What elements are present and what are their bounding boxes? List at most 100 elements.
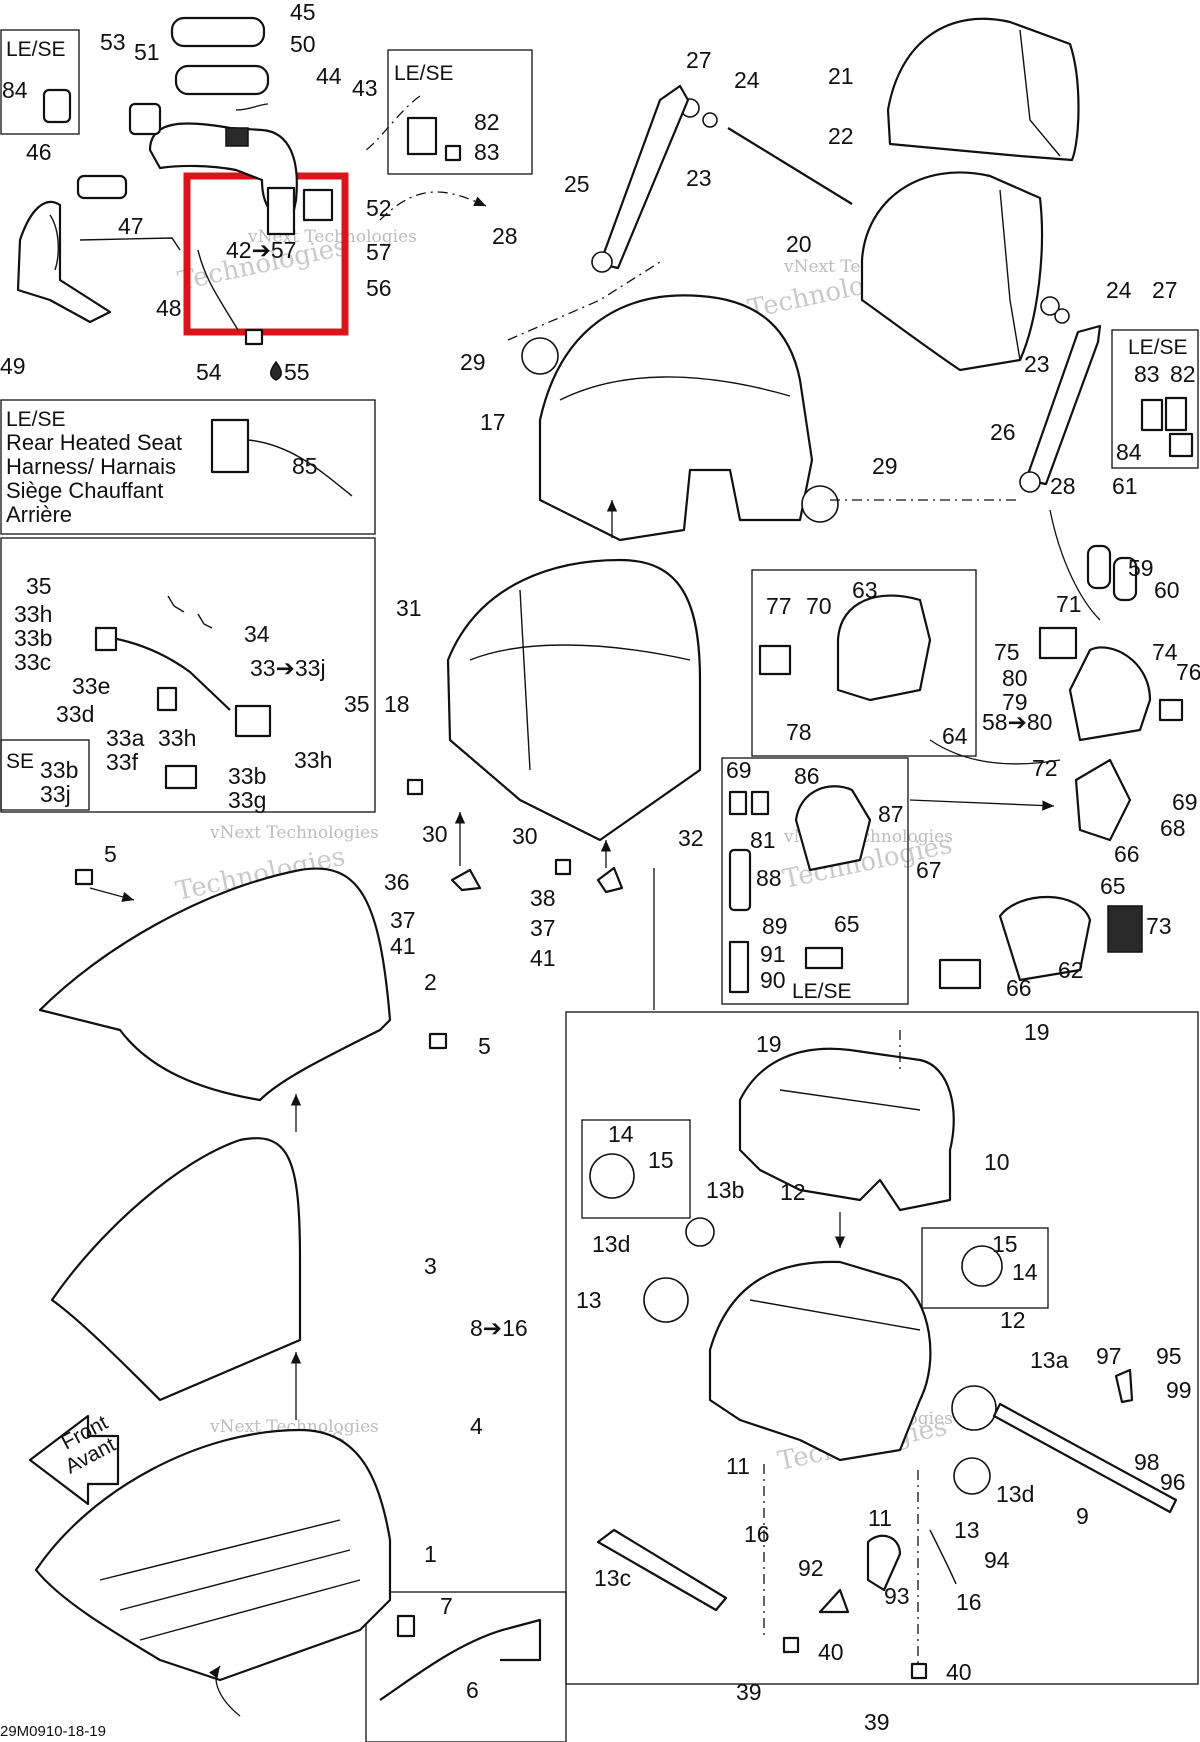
part-82a (406, 116, 438, 156)
arm-26 (1024, 324, 1102, 486)
box-title-top-left: LE/SE (6, 38, 66, 61)
washer-23b (1054, 308, 1070, 324)
rail-13c (596, 1528, 728, 1612)
backrest-20-edge (999, 189, 1021, 361)
callout-32: 32 (678, 825, 704, 851)
callout-28b: 28 (1050, 473, 1076, 499)
callout-87: 87 (878, 801, 904, 827)
front-arrow-icon (28, 1414, 120, 1506)
part-91 (804, 946, 844, 970)
ring-29b (801, 485, 839, 523)
callout-33g: 33g (228, 787, 266, 813)
clamp-34a (167, 595, 185, 613)
callout-66b: 66 (1006, 975, 1032, 1001)
callout-66a: 66 (1114, 841, 1140, 867)
frame-10 (738, 1047, 955, 1212)
callout-63: 63 (852, 577, 878, 603)
connector-91 (938, 958, 982, 990)
seat-18 (446, 558, 702, 842)
hose-6 (379, 1618, 542, 1701)
rod-22 (727, 127, 853, 205)
grip-assembly (16, 16, 462, 346)
callout-47: 47 (118, 213, 144, 239)
callout-55: 55 (284, 359, 310, 385)
callout-96: 96 (1160, 1469, 1186, 1495)
callout-75: 75 (994, 639, 1020, 665)
backrest-21-edge (1019, 29, 1061, 157)
callout-5a: 5 (104, 841, 117, 867)
clip-30a (406, 778, 424, 796)
callout-40b: 40 (946, 1659, 972, 1685)
wire-44 (235, 103, 269, 111)
callout-12b: 12 (1000, 1307, 1026, 1333)
callout-33a: 33a (106, 725, 145, 751)
connector-33c (94, 626, 118, 652)
callout-21: 21 (828, 63, 854, 89)
grip-61b (1112, 556, 1138, 602)
connector-77 (758, 644, 792, 676)
part-54 (244, 328, 264, 346)
cover-assembly (28, 867, 542, 1701)
guide-harness-to-seat (379, 191, 487, 221)
frame-10-crossbar (779, 1089, 921, 1111)
callout-11b: 11 (868, 1505, 892, 1531)
callout-76: 76 (1176, 659, 1200, 685)
callout-17: 17 (480, 409, 506, 435)
callout-56: 56 (366, 275, 392, 301)
frame-8-crossbar (749, 1299, 921, 1331)
disc-13a (951, 1385, 997, 1431)
callout-23b: 23 (1024, 351, 1050, 377)
callout-53: 53 (100, 29, 126, 55)
callout-84b: 84 (1116, 439, 1142, 465)
callout-39a: 39 (736, 1679, 762, 1705)
part-52 (302, 188, 334, 222)
side-bracket-46 (16, 200, 112, 324)
callout-80: 80 (1002, 665, 1028, 691)
bracket-74 (1038, 626, 1078, 660)
callout-5b: 5 (478, 1033, 491, 1059)
drop-icon (270, 360, 282, 381)
shaft-9 (992, 1402, 1178, 1514)
callout-7: 7 (440, 1593, 453, 1619)
watermark-text: vNext Technologies (209, 1417, 379, 1437)
callout-85: 85 (292, 453, 318, 479)
box-title-se: SE (6, 750, 34, 773)
callout-12a: 12 (780, 1179, 806, 1205)
callout-93: 93 (884, 1583, 910, 1609)
callout-48: 48 (156, 295, 182, 321)
callout-18: 18 (384, 691, 410, 717)
callout-33b-2: 33b (228, 763, 266, 789)
cable-48 (197, 249, 239, 331)
callout-88: 88 (756, 865, 782, 891)
switch-76 (1158, 698, 1184, 722)
callout-99: 99 (1166, 1377, 1192, 1403)
callout-69a: 69 (726, 757, 752, 783)
bracket-slot (49, 214, 59, 271)
seat-assembly (406, 294, 839, 894)
connector-33a (156, 686, 178, 712)
callout-82b: 82 (1170, 361, 1196, 387)
callout-68: 68 (1160, 815, 1186, 841)
callout-59: 59 (1128, 555, 1154, 581)
clamp-34b (197, 613, 213, 629)
callout-16a: 16 (744, 1521, 770, 1547)
callout-71: 71 (1056, 591, 1082, 617)
part-42 (266, 186, 296, 236)
callout-43: 43 (352, 75, 378, 101)
callout-10: 10 (984, 1149, 1010, 1175)
box-title-top-mid: LE/SE (394, 62, 454, 85)
backrest-assembly (591, 17, 1194, 493)
part-69a (728, 790, 748, 816)
callout-92: 92 (798, 1555, 824, 1581)
callout-13c: 13c (594, 1565, 631, 1591)
bushing-24b (1040, 296, 1060, 316)
connector-33b (234, 704, 272, 738)
heated-harness-wire (247, 439, 353, 497)
callout-94: 94 (984, 1547, 1010, 1573)
tray-rib-b (119, 1549, 351, 1611)
callout-33f: 33f (106, 749, 139, 775)
bracket-38 (596, 866, 624, 894)
clip-30b (554, 858, 572, 876)
callout-79: 79 (1002, 689, 1028, 715)
callout-27a: 27 (686, 47, 712, 73)
